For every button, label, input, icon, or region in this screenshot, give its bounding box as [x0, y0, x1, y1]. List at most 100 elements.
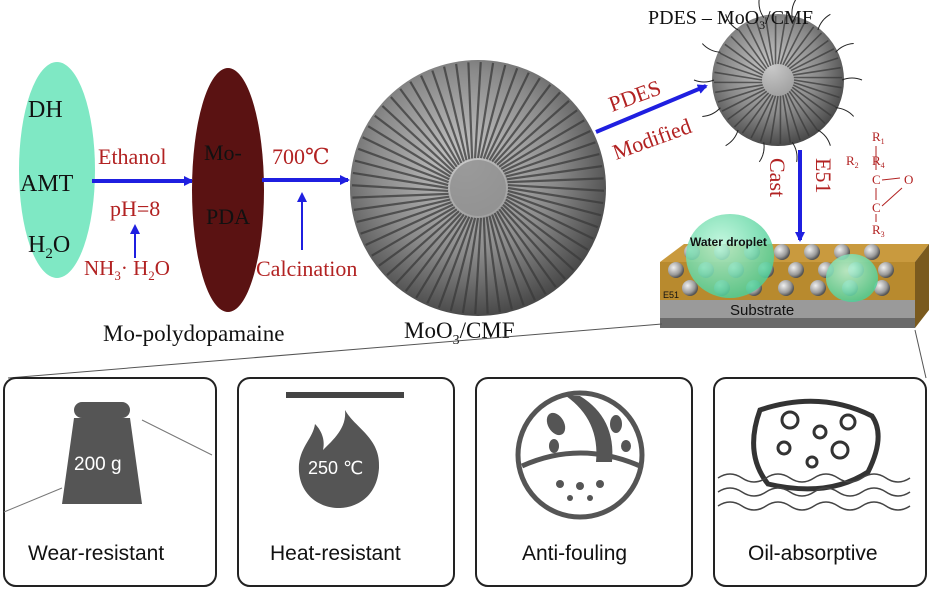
sphere-spike	[746, 23, 770, 68]
mopda-caption: Mo-polydopamaine	[103, 321, 284, 346]
flame-value: 250 ℃	[308, 458, 363, 478]
sphere-spike	[782, 95, 792, 143]
pdes-sphere	[693, 0, 863, 163]
layer-label: E51	[663, 290, 679, 300]
sphere-spike	[503, 201, 582, 262]
sphere-spike	[476, 62, 495, 159]
sphere-spike	[485, 216, 501, 313]
embedded-particle	[874, 280, 890, 296]
label-wear-resistant: Wear-resistant	[28, 542, 164, 565]
sphere-spike	[360, 201, 452, 235]
moo3-sphere	[350, 60, 606, 316]
sphere-spike	[507, 192, 599, 229]
sphere-spike	[764, 17, 774, 65]
sphere-spike	[399, 88, 458, 168]
mopda-top: Mo-	[204, 140, 242, 165]
sphere-spike	[506, 165, 603, 181]
sphere-spike	[721, 88, 766, 112]
sphere-spike	[474, 217, 483, 315]
sphere-spike	[759, 95, 777, 142]
sphere-spike	[788, 90, 819, 131]
property-panel-wear: 200 g Wear-resistant	[3, 377, 217, 587]
sphere-spike	[449, 217, 477, 312]
sphere-spike	[784, 26, 815, 67]
sphere-spike	[426, 216, 471, 304]
arrow-step3	[595, 84, 708, 134]
sphere-spike	[507, 189, 602, 217]
sphere-spike	[717, 86, 764, 103]
property-panel-oil: Oil-absorptive	[713, 377, 927, 587]
sphere-spike	[352, 192, 449, 199]
sphere-spike	[485, 72, 530, 160]
precursor-amt: AMT	[20, 171, 74, 197]
sphere-spike	[733, 92, 770, 128]
coating-slab: Water droplet E51 Substrate	[660, 214, 929, 328]
sphere-spike	[431, 70, 465, 162]
step3-line1: PDES	[605, 75, 664, 117]
svg-text:R1: R1	[872, 129, 885, 146]
pdes-chain	[817, 13, 831, 31]
sphere-spike	[504, 141, 596, 175]
sphere-spike	[491, 84, 552, 163]
substrate-label: Substrate	[730, 302, 794, 319]
pdes-chain	[701, 43, 721, 53]
embedded-particle	[878, 262, 894, 278]
step4-line2: Cast	[765, 158, 790, 197]
sphere-spike	[716, 61, 763, 79]
sphere-spike	[367, 125, 451, 178]
precursor-dh: DH	[28, 97, 63, 123]
precursor-ellipse	[19, 62, 95, 278]
sphere-spike	[755, 19, 772, 66]
embedded-particle	[774, 244, 790, 260]
sphere-spike	[498, 109, 578, 168]
svg-text:C: C	[872, 172, 881, 187]
sphere-spike	[365, 203, 454, 246]
pdes-chain	[702, 107, 721, 117]
sphere-spike	[461, 217, 480, 314]
sphere-spike	[353, 195, 450, 211]
step1-additive: NH3· H2O	[84, 256, 170, 283]
sphere-spike	[496, 100, 570, 166]
sphere-spike	[352, 171, 449, 190]
sphere-spike	[507, 183, 605, 192]
pdes-chain	[758, 0, 765, 18]
sphere-spike	[505, 198, 589, 251]
sphere-spike	[786, 32, 823, 68]
sphere-spike	[793, 66, 841, 76]
sphere-spike	[792, 84, 837, 108]
sphere-spike	[362, 136, 450, 181]
pdes-chain	[758, 142, 765, 163]
sphere-spike	[500, 119, 585, 170]
step1-condition: pH=8	[110, 196, 160, 221]
sponge-icon	[717, 398, 911, 511]
sphere-spike	[786, 92, 810, 137]
sphere-spike	[793, 79, 842, 89]
sphere-spike	[792, 57, 839, 74]
sphere-spike	[782, 21, 806, 66]
sphere-spike	[415, 215, 468, 299]
sphere-spike	[409, 81, 460, 166]
sphere-spike	[357, 147, 449, 184]
sphere-spike	[788, 39, 829, 70]
pdes-chain	[817, 129, 831, 146]
water-droplet-small	[826, 254, 878, 302]
epoxy-structure: R1 C O C R2 R4 R3	[846, 129, 913, 239]
embedded-particle	[788, 262, 804, 278]
property-panel-heat: 250 ℃ Heat-resistant	[237, 377, 455, 587]
sphere-spike	[386, 210, 460, 276]
embedded-particle	[682, 280, 698, 296]
sphere-spike	[777, 16, 787, 65]
sphere-spike	[750, 94, 774, 139]
precursor-water: H2O	[28, 232, 70, 262]
sphere-spike	[737, 29, 768, 70]
sphere-spike	[390, 96, 456, 170]
label-oil-absorptive: Oil-absorptive	[748, 542, 878, 565]
sphere-spike	[488, 77, 541, 161]
sphere-spike	[493, 212, 536, 301]
svg-text:C: C	[872, 200, 881, 215]
sphere-spike	[793, 81, 840, 99]
svg-text:O: O	[904, 172, 913, 187]
sphere-spike	[467, 62, 474, 159]
sphere-spike	[727, 90, 768, 121]
